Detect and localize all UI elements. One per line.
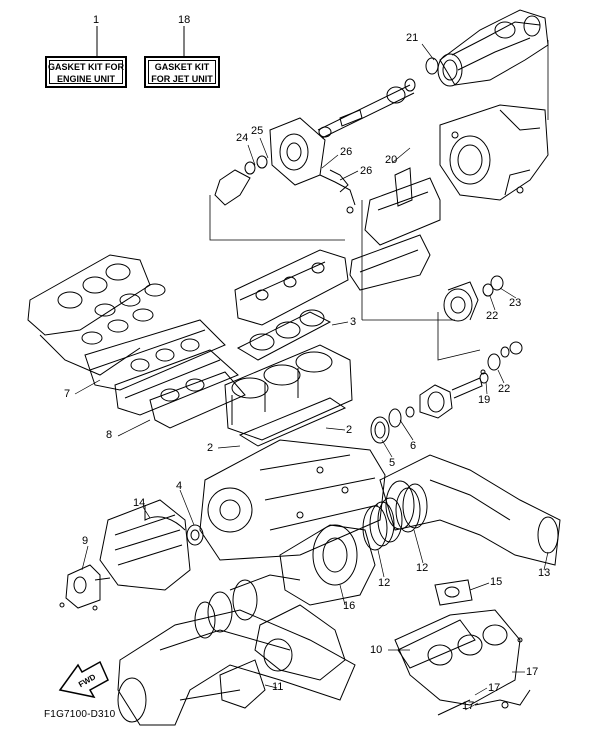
callout-17c: 17 xyxy=(462,700,475,712)
callout-19: 19 xyxy=(478,394,491,406)
crank-seals xyxy=(370,406,415,444)
starter-motor xyxy=(59,564,111,611)
intake-manifold xyxy=(84,319,246,429)
exhaust-pipe xyxy=(379,454,561,566)
callout-12b: 12 xyxy=(416,562,429,574)
callout-4: 4 xyxy=(176,480,183,492)
callout-10: 10 xyxy=(370,644,383,656)
callout-7: 7 xyxy=(64,388,71,400)
cylinder-head xyxy=(234,249,349,361)
callout-26a: 26 xyxy=(340,146,353,158)
callout-6: 6 xyxy=(410,440,417,452)
exhaust-tube xyxy=(117,609,356,726)
jet-kit-line1: GASKET KIT xyxy=(154,62,210,72)
cylinder-block xyxy=(224,344,353,447)
callout-5: 5 xyxy=(389,457,396,469)
fwd-label: FWD xyxy=(77,672,97,689)
forward-arrow-icon: FWD xyxy=(58,660,109,699)
callout-1: 1 xyxy=(93,14,100,26)
callout-24: 24 xyxy=(236,132,249,144)
callout-17b: 17 xyxy=(488,682,501,694)
callout-9: 9 xyxy=(82,535,89,547)
callout-16: 16 xyxy=(343,600,356,612)
exhaust-manifold xyxy=(394,579,531,716)
callout-2a: 2 xyxy=(346,424,353,436)
callout-21: 21 xyxy=(406,32,419,44)
crankcase xyxy=(199,439,386,561)
drive-shaft xyxy=(317,78,416,139)
callout-20: 20 xyxy=(385,154,398,166)
water-muffler xyxy=(194,524,376,639)
mounting-plates xyxy=(349,167,455,321)
intake-housing xyxy=(439,104,549,201)
callout-22a: 22 xyxy=(498,383,511,395)
impeller-assembly xyxy=(209,117,356,241)
callout-15: 15 xyxy=(490,576,503,588)
coupling-shaft xyxy=(419,341,523,419)
callout-17a: 17 xyxy=(526,666,539,678)
engine-gasket-kit-label: GASKET KIT FOR ENGINE UNIT xyxy=(45,56,127,88)
callout-8: 8 xyxy=(106,429,113,441)
callout-13: 13 xyxy=(538,567,551,579)
carburetor-set xyxy=(27,254,166,376)
callout-2b: 2 xyxy=(207,442,214,454)
magneto-cover xyxy=(99,499,204,591)
callout-26b: 26 xyxy=(360,165,373,177)
jet-gasket-kit-label: GASKET KIT FOR JET UNIT xyxy=(144,56,220,88)
figure-code: F1G7100-D310 xyxy=(44,709,116,720)
callout-22b: 22 xyxy=(486,310,499,322)
jet-pump-housing xyxy=(425,9,549,120)
callout-18: 18 xyxy=(178,14,191,26)
jet-kit-line2: FOR JET UNIT xyxy=(151,74,213,84)
engine-kit-line2: ENGINE UNIT xyxy=(56,74,115,84)
bearing-housing xyxy=(437,275,504,361)
exhaust-chamber xyxy=(219,604,346,709)
callout-14: 14 xyxy=(133,497,146,509)
callout-25: 25 xyxy=(251,125,264,137)
callout-11: 11 xyxy=(272,681,284,693)
callout-12a: 12 xyxy=(378,577,391,589)
callout-23: 23 xyxy=(509,297,522,309)
engine-kit-line1: GASKET KIT FOR xyxy=(48,62,124,72)
leader-lines xyxy=(74,43,549,711)
callout-3: 3 xyxy=(350,316,357,328)
exhaust-gaskets xyxy=(362,483,428,551)
